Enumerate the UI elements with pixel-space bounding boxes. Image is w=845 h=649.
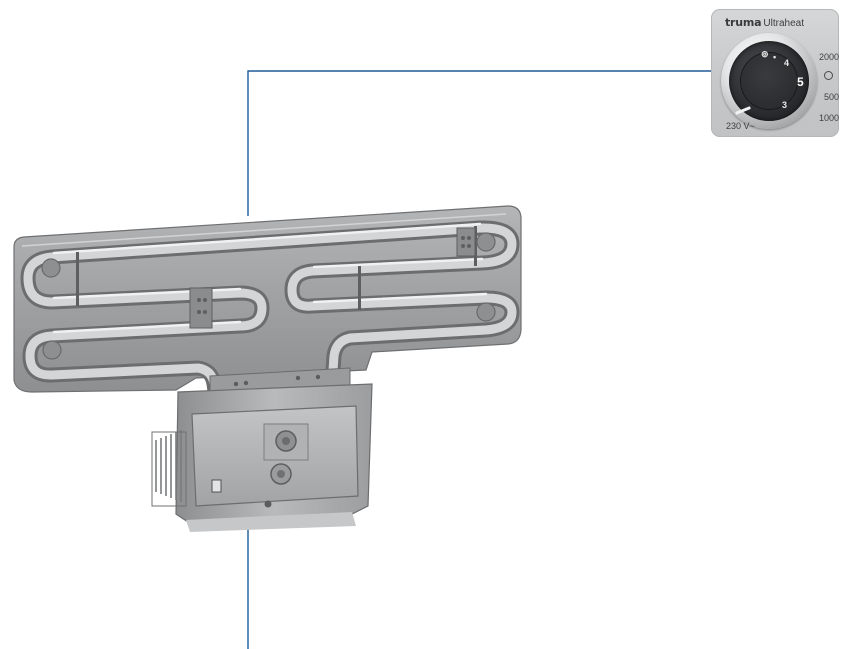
small-switch bbox=[211, 479, 222, 493]
base-shadow bbox=[186, 512, 356, 532]
rivets bbox=[41, 232, 496, 360]
leader-line-top bbox=[247, 70, 711, 216]
knob-mark-4: 4 bbox=[784, 58, 790, 68]
thermostat-knob-ring[interactable]: ⊚ • 4 5 3 bbox=[721, 33, 817, 129]
knob-mark-3: 3 bbox=[782, 100, 788, 110]
model-name: Ultraheat bbox=[763, 18, 804, 29]
bottom-screw bbox=[264, 500, 272, 508]
cooling-fins bbox=[155, 430, 182, 502]
thermostat-knob[interactable]: ⊚ • 4 5 3 bbox=[729, 41, 809, 121]
brand-label: truma Ultraheat bbox=[725, 16, 804, 29]
thermostat-shaft-center bbox=[282, 437, 290, 445]
power-level-1000: 1000 bbox=[818, 113, 839, 123]
power-level-2000: 2000 bbox=[818, 52, 839, 62]
knob-pointer bbox=[735, 106, 751, 115]
power-off-circle bbox=[824, 71, 833, 80]
power-level-500: 500 bbox=[823, 92, 839, 102]
bracket-screws bbox=[233, 374, 321, 387]
tube-clips bbox=[76, 226, 477, 329]
selector-shaft-center bbox=[277, 470, 285, 478]
knob-setting-5: 5 bbox=[797, 75, 804, 89]
truma-logo: truma bbox=[725, 16, 762, 29]
plate-highlight bbox=[21, 213, 507, 247]
knob-mark-top: ⊚ bbox=[761, 49, 769, 59]
knob-center bbox=[741, 53, 797, 109]
fin-block bbox=[151, 431, 187, 507]
control-panel: truma Ultraheat ⊚ • 4 5 3 2000 500 1000 … bbox=[711, 9, 839, 137]
cover-panel bbox=[263, 423, 309, 461]
knob-mark-dot: • bbox=[773, 52, 777, 62]
voltage-label: 230 V~ bbox=[726, 121, 755, 131]
